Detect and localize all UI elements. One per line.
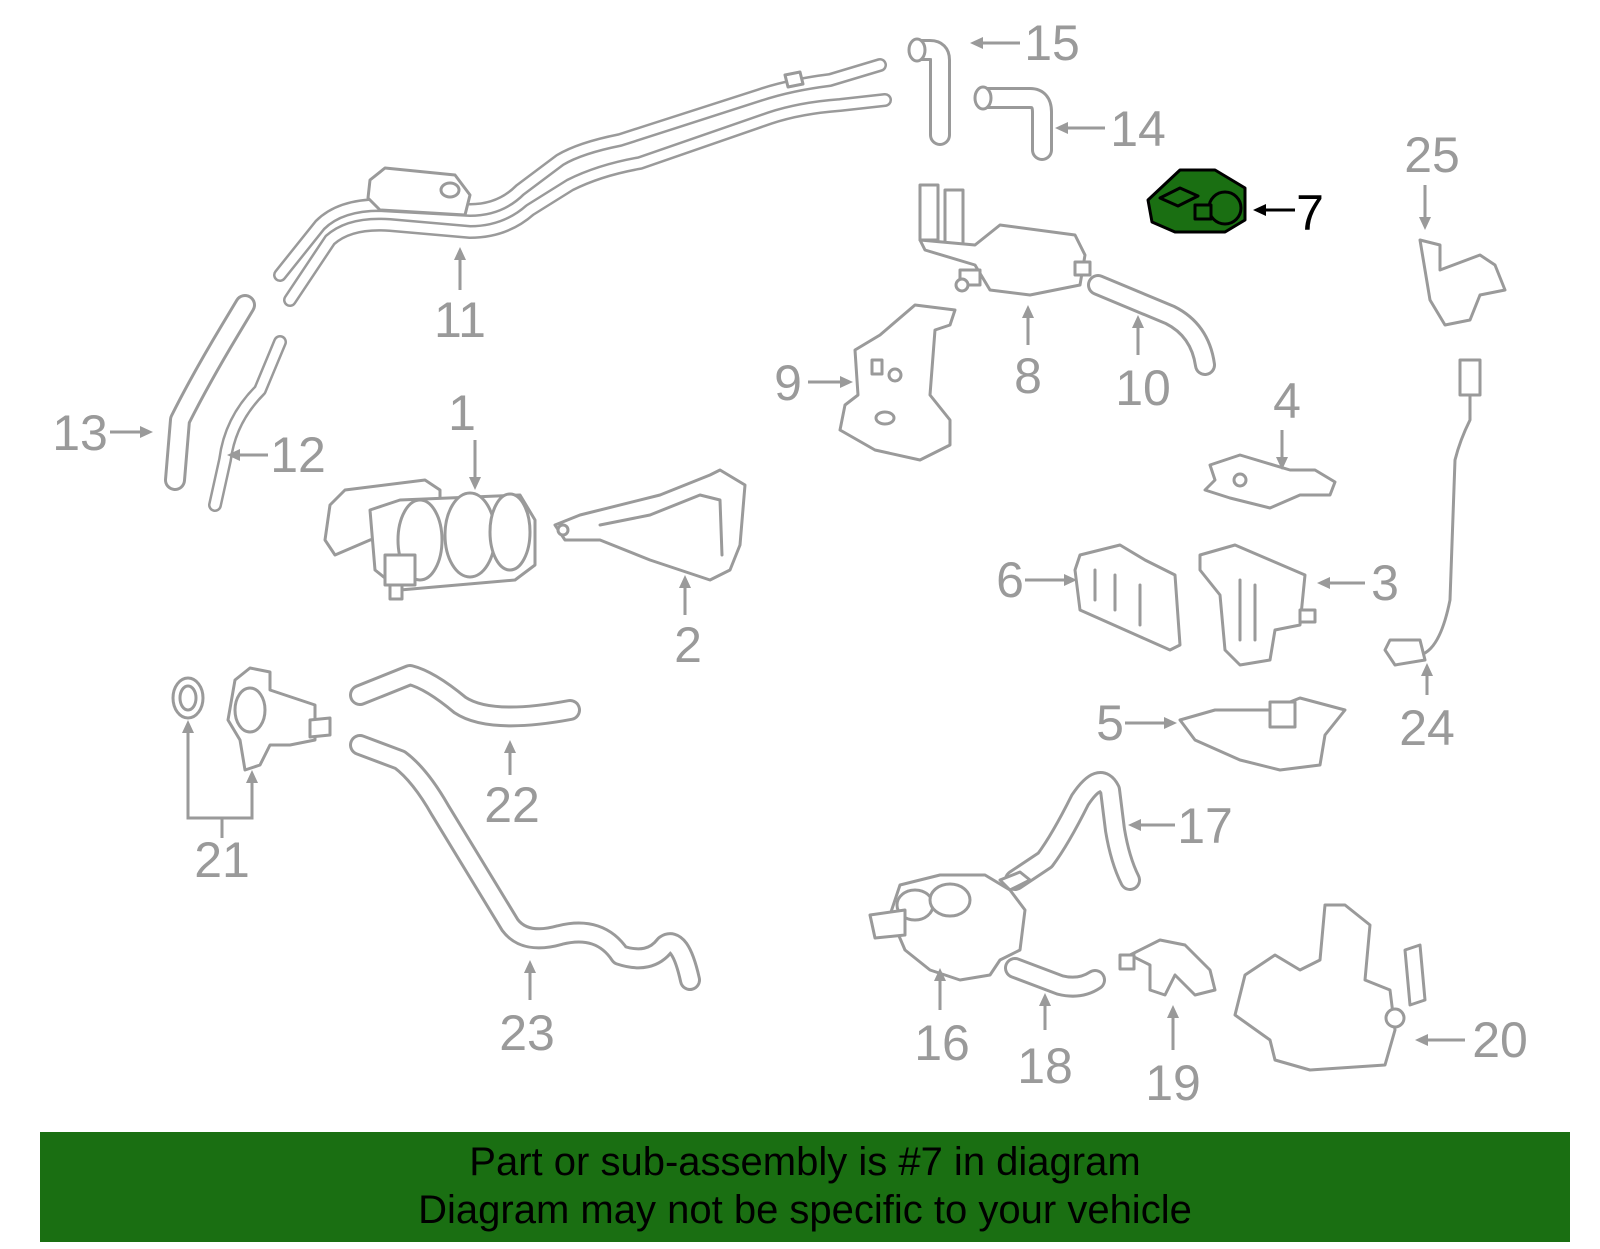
- callout-19: 19: [1145, 1055, 1201, 1111]
- callout-8: 8: [1014, 348, 1042, 404]
- part-7-highlighted-sensor[interactable]: [1146, 168, 1247, 234]
- part-11-pipe-assembly[interactable]: [273, 58, 892, 307]
- part-8-valve[interactable]: [918, 183, 1092, 297]
- part-19-connector[interactable]: [1118, 938, 1217, 997]
- part-20-bracket[interactable]: [1233, 903, 1427, 1072]
- part-9-bracket[interactable]: [838, 303, 957, 462]
- callout-12: 12: [270, 427, 326, 483]
- callout-4: 4: [1273, 373, 1301, 429]
- callout-7: 7: [1296, 185, 1324, 241]
- part-13-hose[interactable]: [164, 294, 256, 491]
- callout-21: 21: [194, 832, 250, 888]
- part-17-hose[interactable]: [1004, 771, 1141, 891]
- part-25-bracket[interactable]: [1418, 238, 1507, 327]
- part-23-hose[interactable]: [349, 734, 701, 991]
- part-3-bracket[interactable]: [1198, 543, 1317, 667]
- callout-17: 17: [1177, 798, 1233, 854]
- callout-18: 18: [1017, 1038, 1073, 1094]
- callout-13: 13: [52, 405, 108, 461]
- callout-22: 22: [484, 777, 540, 833]
- callout-24: 24: [1399, 700, 1455, 756]
- callout-3: 3: [1371, 555, 1399, 611]
- part-22-hose[interactable]: [349, 664, 581, 728]
- part-5-plate[interactable]: [1178, 696, 1347, 772]
- part-18-hose[interactable]: [1004, 957, 1106, 998]
- part-15-elbow[interactable]: [907, 37, 951, 146]
- part-14-elbow[interactable]: [973, 85, 1053, 161]
- callout-5: 5: [1096, 695, 1124, 751]
- callout-1: 1: [448, 385, 476, 441]
- callout-9: 9: [774, 355, 802, 411]
- part-12-hose[interactable]: [208, 335, 287, 512]
- part-10-hose[interactable]: [1087, 274, 1216, 376]
- callout-11: 11: [434, 292, 486, 348]
- leader-lines: [110, 37, 1465, 1050]
- callout-2: 2: [674, 617, 702, 673]
- callout-20: 20: [1472, 1012, 1528, 1068]
- callout-15: 15: [1024, 15, 1080, 71]
- parts-diagram: 1 2 3 4 5 6 7 8 9 10 11 12 13 14 15 16 1…: [52, 15, 1528, 1111]
- callout-14: 14: [1110, 101, 1166, 157]
- callout-23: 23: [499, 1005, 555, 1061]
- part-1-canister[interactable]: [323, 478, 537, 601]
- footer-line-1: Part or sub-assembly is #7 in diagram: [469, 1140, 1141, 1184]
- part-21-valve[interactable]: [171, 666, 332, 772]
- callout-16: 16: [914, 1015, 970, 1071]
- part-2-shield[interactable]: [553, 468, 747, 582]
- callout-6: 6: [996, 552, 1024, 608]
- part-16-pump[interactable]: [868, 870, 1032, 982]
- callout-10: 10: [1115, 360, 1171, 416]
- callout-25: 25: [1404, 127, 1460, 183]
- footer-banner: Part or sub-assembly is #7 in diagram Di…: [40, 1132, 1570, 1242]
- footer-line-2: Diagram may not be specific to your vehi…: [418, 1188, 1192, 1232]
- callout-labels: 1 2 3 4 5 6 7 8 9 10 11 12 13 14 15 16 1…: [52, 15, 1528, 1111]
- part-4-plate[interactable]: [1203, 453, 1337, 510]
- part-24-sensor-wire[interactable]: [1383, 358, 1482, 667]
- part-6-bracket[interactable]: [1073, 543, 1182, 652]
